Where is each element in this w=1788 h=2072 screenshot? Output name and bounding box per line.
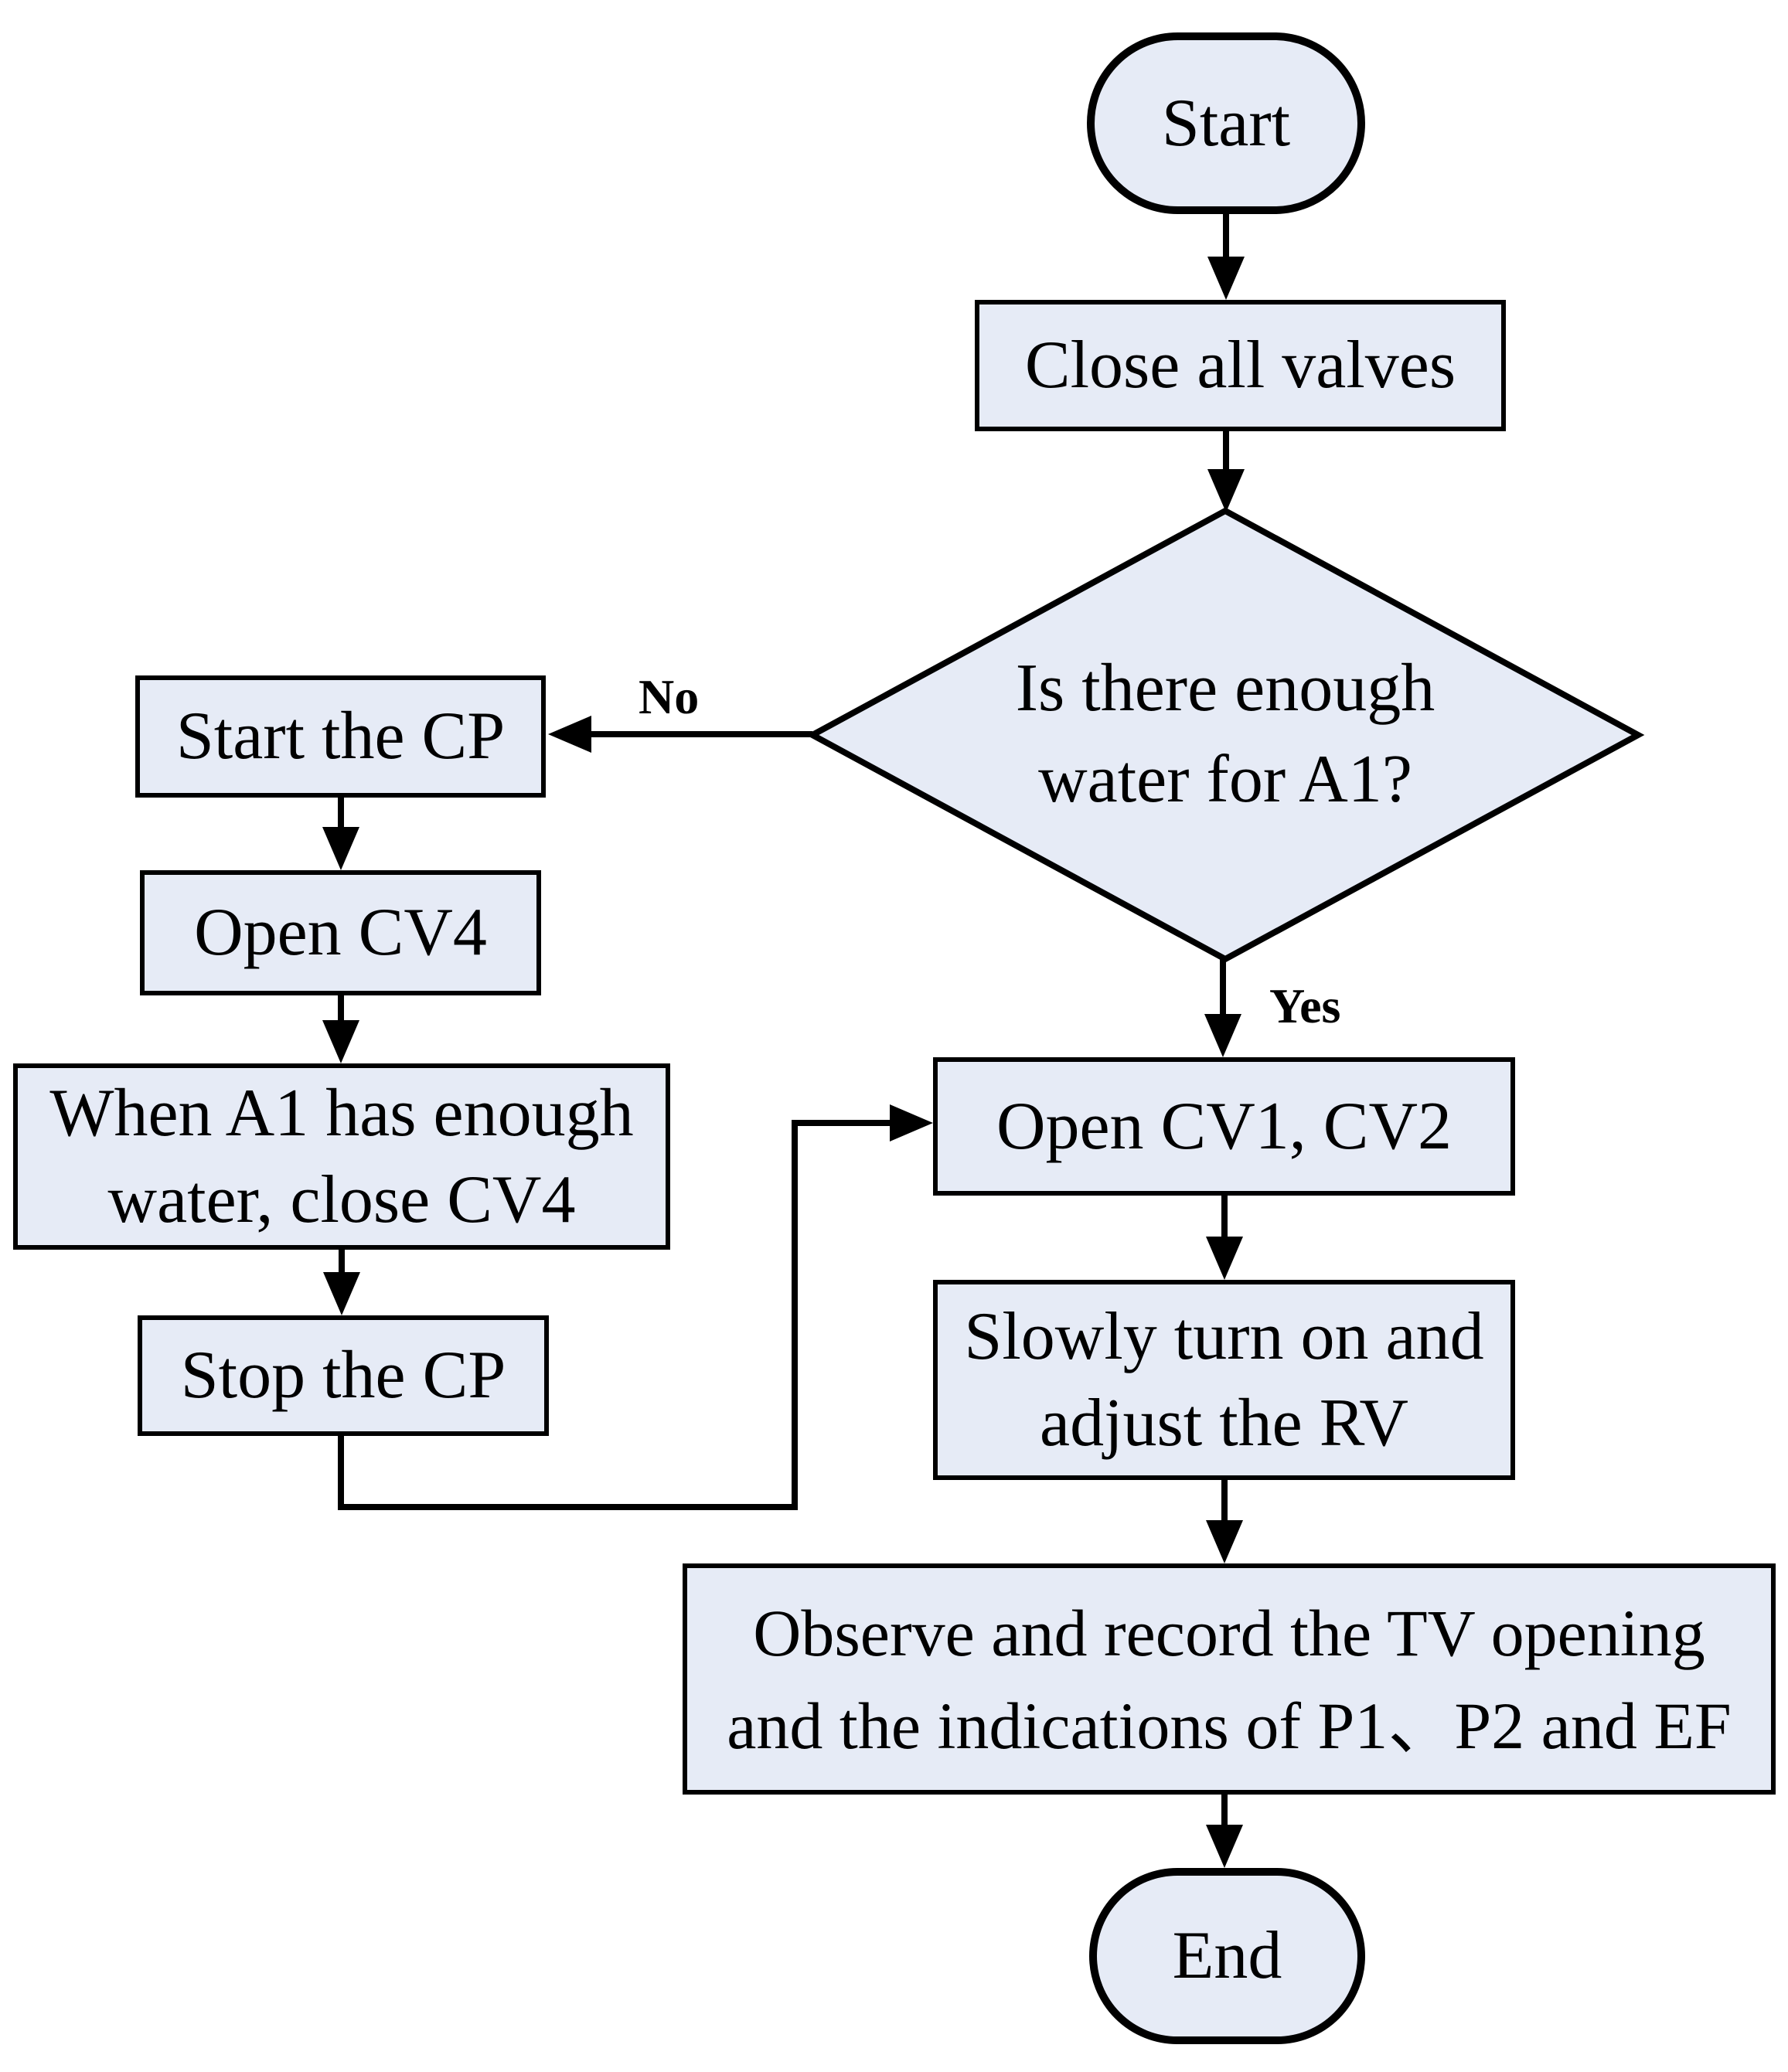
- node-open-cv4: Open CV4: [140, 870, 541, 995]
- observe-line1: Observe and record the TV opening: [753, 1595, 1705, 1670]
- slowly-rv-line1: Slowly turn on and: [964, 1298, 1484, 1374]
- when-a1-line1: When A1 has enough: [49, 1075, 634, 1151]
- node-slowly-adjust-rv: Slowly turn on and adjust the RV: [933, 1280, 1515, 1480]
- decision-label-line2: water for A1?: [1038, 742, 1412, 817]
- connector-slowly-to-observe: [1206, 1480, 1243, 1563]
- connector-opencv4-to-whena1: [322, 995, 359, 1063]
- node-end: End: [1089, 1868, 1365, 2044]
- connector-no-branch: [548, 716, 812, 753]
- connector-start-to-close: [1207, 213, 1245, 300]
- connector-startcp-to-opencv4: [322, 798, 359, 870]
- connector-opencv12-to-slowly: [1206, 1196, 1243, 1280]
- connector-loop-stopcp-to-opencv12: [338, 1104, 933, 1510]
- connector-observe-to-end: [1206, 1795, 1243, 1868]
- connector-whena1-to-stopcp: [323, 1250, 360, 1315]
- node-when-a1-close-cv4: When A1 has enough water, close CV4: [13, 1063, 670, 1250]
- node-decision-enough-water: Is there enough water for A1?: [839, 618, 1612, 850]
- branch-label-yes: Yes: [1269, 978, 1341, 1033]
- node-start: Start: [1087, 32, 1365, 214]
- node-open-cv1-cv2: Open CV1, CV2: [933, 1057, 1515, 1196]
- observe-line2: and the indications of P1、P2 and EF: [727, 1688, 1732, 1763]
- node-stop-the-cp: Stop the CP: [138, 1315, 549, 1436]
- when-a1-line2: water, close CV4: [107, 1162, 576, 1237]
- slowly-rv-line2: adjust the RV: [1040, 1385, 1408, 1461]
- branch-label-no: No: [639, 669, 700, 724]
- node-close-all-valves: Close all valves: [975, 300, 1506, 431]
- decision-label-line1: Is there enough: [1015, 651, 1436, 726]
- connector-yes-branch: [1204, 959, 1241, 1057]
- connector-close-to-decision: [1207, 430, 1245, 512]
- node-start-the-cp: Start the CP: [135, 675, 546, 798]
- node-observe-record: Observe and record the TV opening and th…: [683, 1563, 1776, 1795]
